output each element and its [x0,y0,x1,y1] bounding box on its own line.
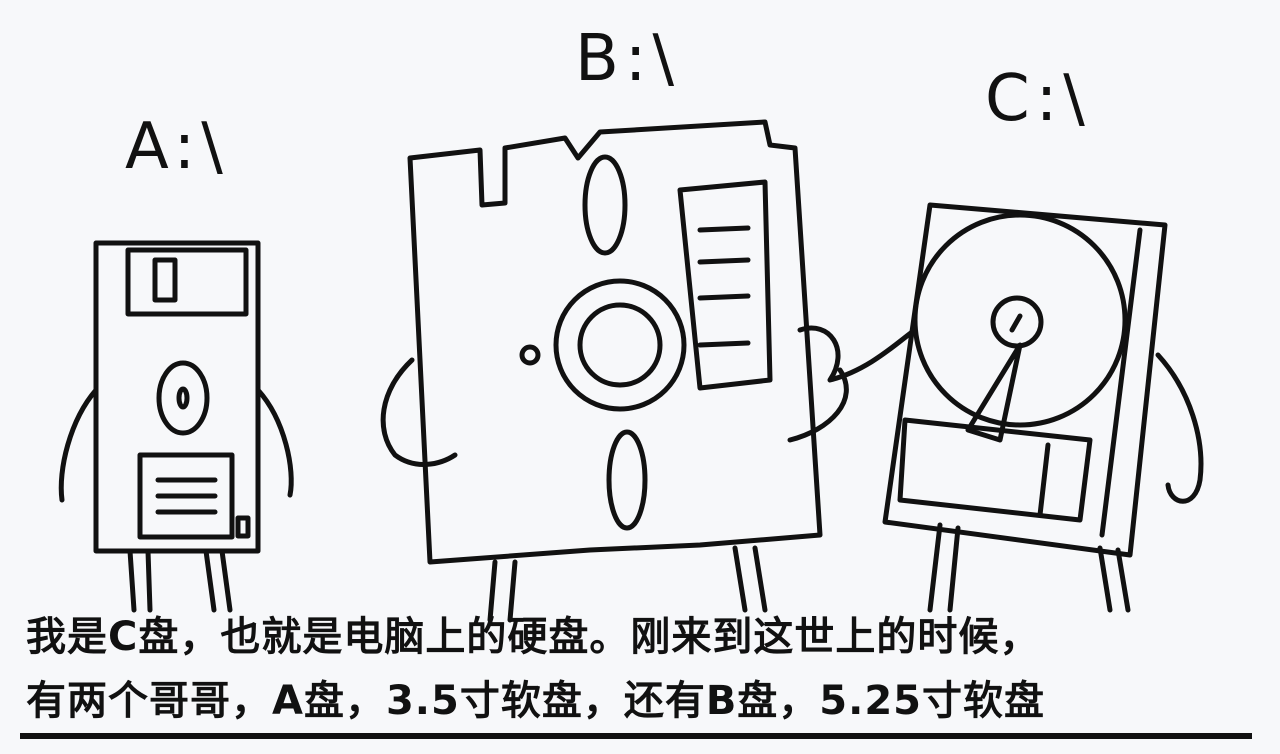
floppy-35-icon [58,240,294,613]
c-drive-label: C:\ [985,62,1091,136]
a-drive-label: A:\ [125,110,229,184]
caption-line-1: 我是C盘，也就是电脑上的硬盘。刚来到这世上的时候， [26,614,1041,660]
b-drive-label: B:\ [575,22,681,96]
bottom-rule [20,733,1252,739]
floppy-525-icon [380,119,918,623]
hard-disk-icon [882,202,1204,613]
caption-line-2: 有两个哥哥，A盘，3.5寸软盘，还有B盘，5.25寸软盘 [26,678,1045,724]
